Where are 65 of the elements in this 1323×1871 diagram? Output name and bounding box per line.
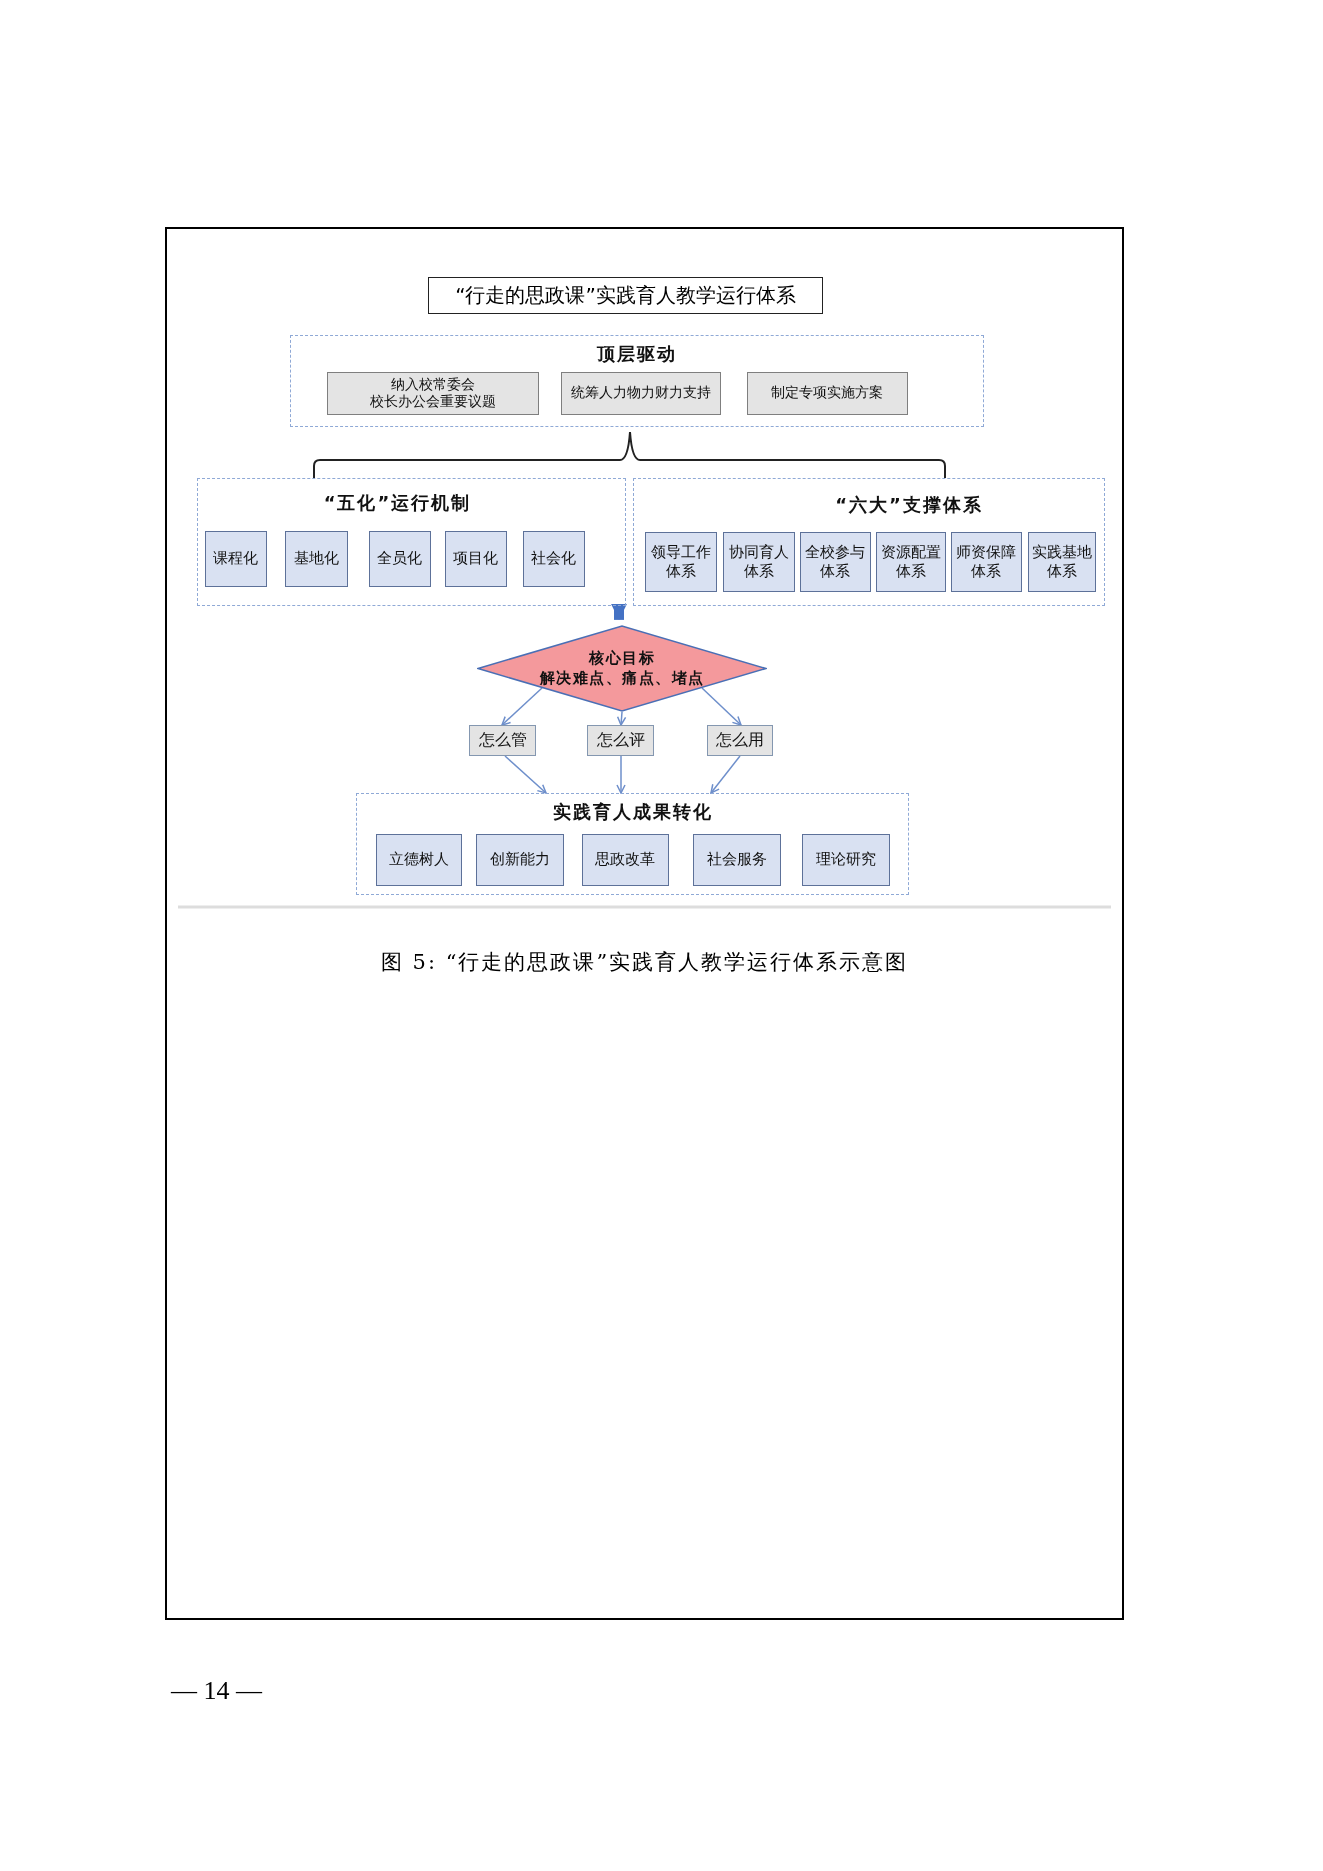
process-box — [204, 530, 267, 587]
arrow — [504, 755, 547, 794]
process-box — [587, 725, 654, 756]
process-box — [722, 531, 795, 592]
dashed-group-box — [633, 478, 1105, 606]
box-text: 项目化 — [453, 549, 498, 568]
box-text: 实践基地体系 — [1030, 542, 1093, 581]
thick-arrow — [611, 603, 627, 620]
box-text: 纳入校常委会校长办公会重要议题 — [369, 375, 496, 411]
dashed-group-box — [197, 478, 626, 606]
group-heading: 实践育人成果转化 — [551, 800, 714, 824]
box-text: 基地化 — [293, 549, 339, 568]
arrow — [501, 687, 543, 726]
process-box — [746, 371, 908, 415]
group-heading: “六大”支撑体系 — [834, 493, 984, 517]
process-box — [875, 531, 946, 592]
process-box — [284, 530, 348, 587]
process-box — [707, 725, 773, 756]
dashed-group-box — [290, 335, 984, 427]
dashed-group-box — [356, 793, 909, 895]
box-text: 课程化 — [213, 549, 258, 568]
box-text: 怎么管 — [478, 730, 527, 751]
box-text: 怎么用 — [716, 730, 764, 751]
box-text: 全校参与体系 — [804, 542, 866, 581]
process-box — [692, 833, 781, 886]
box-text: 统筹人力物力财力支持 — [570, 384, 711, 402]
title-box: “行走的思政课”实践育人教学运行体系 — [428, 277, 823, 314]
group-heading: 顶层驱动 — [595, 342, 678, 366]
group-heading: “五化”运行机制 — [322, 491, 473, 515]
box-text: 资源配置体系 — [879, 542, 942, 581]
box-text: 师资保障体系 — [955, 542, 1017, 581]
box-text: 社会化 — [531, 549, 576, 568]
box-text: 立德树人 — [388, 850, 449, 869]
arrow — [616, 755, 626, 794]
process-box — [375, 833, 462, 886]
process-box — [326, 371, 539, 415]
process-box — [799, 531, 871, 592]
box-text: 制定专项实施方案 — [771, 384, 883, 402]
arrow — [701, 687, 742, 726]
process-box — [644, 531, 717, 592]
process-box — [801, 833, 890, 886]
arrow — [710, 755, 741, 794]
page-number: — 14 — — [171, 1676, 262, 1706]
process-box — [581, 833, 669, 886]
diamond-text: 核心目标 — [587, 649, 656, 669]
box-text: 创新能力 — [489, 850, 550, 869]
box-text: 怎么评 — [596, 730, 645, 751]
process-box — [522, 530, 585, 587]
process-box — [368, 530, 431, 587]
box-text: 理论研究 — [815, 850, 876, 869]
box-text: 领导工作体系 — [649, 542, 712, 581]
decision-diamond — [477, 625, 767, 712]
box-text: 全员化 — [377, 549, 422, 568]
process-box — [560, 371, 721, 415]
box-text: 思政改革 — [595, 850, 655, 869]
process-box — [469, 725, 536, 756]
box-text: 社会服务 — [706, 850, 767, 869]
process-box — [950, 531, 1022, 592]
box-text: 协同育人体系 — [727, 542, 790, 581]
figure-caption: 图 5: “行走的思政课”实践育人教学运行体系示意图 — [379, 949, 910, 976]
arrow — [616, 711, 627, 726]
process-box — [444, 530, 507, 587]
diamond-text: 解决难点、痛点、堵点 — [539, 668, 705, 688]
process-box — [1027, 531, 1096, 592]
process-box — [475, 833, 564, 886]
